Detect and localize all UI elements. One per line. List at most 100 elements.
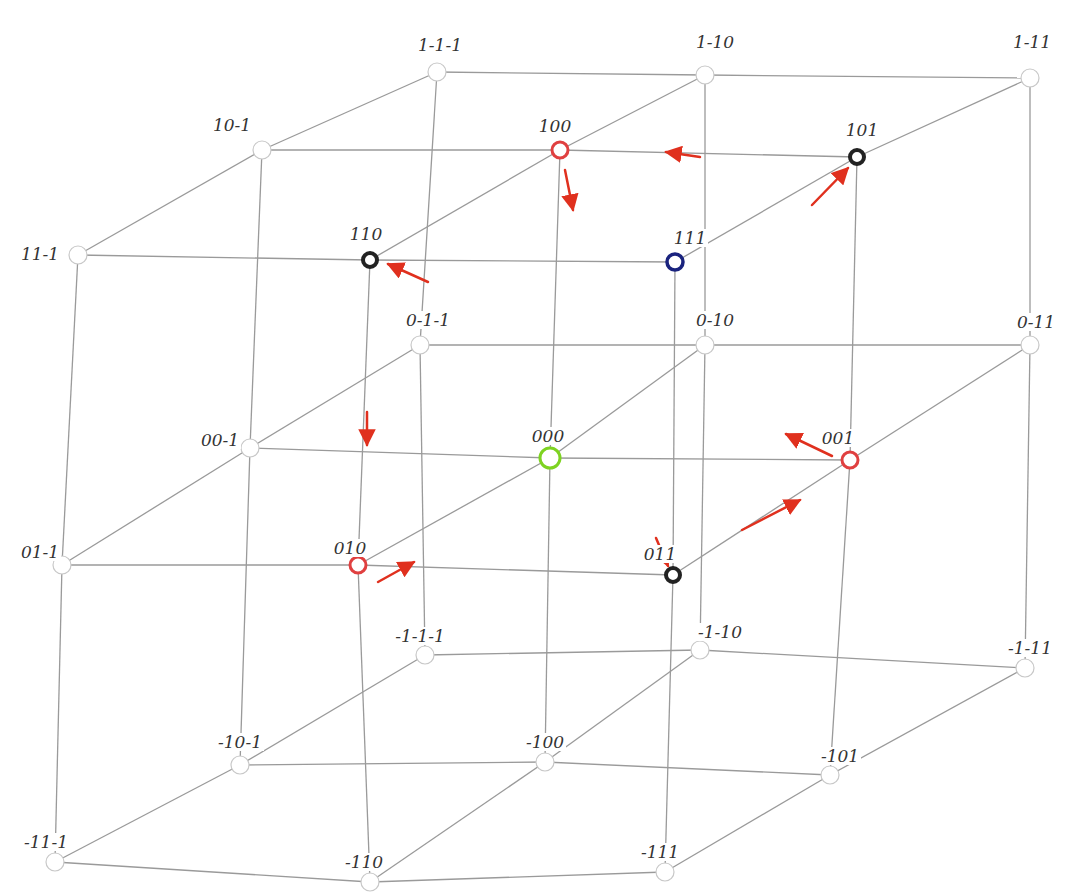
lattice-line bbox=[358, 565, 370, 882]
lattice-line bbox=[704, 75, 705, 345]
move-arrow bbox=[565, 170, 573, 210]
lattice-line bbox=[420, 344, 705, 345]
point-label: 0-11 bbox=[1015, 313, 1057, 331]
point-label: 101 bbox=[844, 121, 880, 139]
lattice-line bbox=[673, 460, 850, 575]
point-label: -11-1 bbox=[22, 833, 70, 851]
lattice-line bbox=[240, 762, 545, 765]
lattice-line bbox=[55, 765, 240, 862]
lattice-line bbox=[550, 345, 705, 458]
lattice-line bbox=[545, 762, 830, 775]
lattice-line bbox=[240, 655, 425, 765]
lattice-line bbox=[665, 575, 673, 872]
point-label: -1-10 bbox=[696, 623, 744, 641]
lattice-point bbox=[428, 63, 446, 81]
point-label: 0-10 bbox=[694, 311, 736, 329]
lattice-point bbox=[1021, 336, 1039, 354]
lattice-point bbox=[1021, 69, 1039, 87]
lattice-line bbox=[78, 255, 370, 260]
lattice-line bbox=[370, 872, 665, 882]
lattice-point bbox=[536, 753, 554, 771]
move-arrow bbox=[742, 500, 800, 530]
point-label: 1-11 bbox=[1011, 33, 1053, 51]
lattice-line bbox=[700, 650, 1025, 668]
lattice-line bbox=[550, 150, 560, 458]
lattice-line bbox=[665, 775, 830, 872]
move-arrow bbox=[366, 412, 369, 445]
lattice-line bbox=[425, 650, 700, 655]
lattice-point bbox=[241, 439, 259, 457]
lattice-line bbox=[830, 460, 850, 775]
point-label: 00-1 bbox=[199, 431, 241, 449]
lattice-point bbox=[821, 766, 839, 784]
lattice-line bbox=[705, 75, 1030, 78]
lattice-point bbox=[231, 756, 249, 774]
lattice-point bbox=[253, 141, 271, 159]
lattice-point bbox=[691, 641, 709, 659]
lattice-line bbox=[358, 458, 550, 565]
lattice-line bbox=[850, 157, 857, 460]
lattice-line bbox=[560, 75, 705, 150]
lattice-line bbox=[420, 345, 425, 655]
lattice-line bbox=[358, 260, 370, 565]
point-label: 1-1-1 bbox=[416, 36, 464, 54]
point-label: 011 bbox=[642, 545, 678, 563]
lattice-line bbox=[250, 345, 420, 448]
lattice-line bbox=[370, 150, 560, 260]
point-label: 11-1 bbox=[19, 245, 61, 263]
lattice-line bbox=[1025, 345, 1030, 668]
lattice-point bbox=[1016, 659, 1034, 677]
lattice-point bbox=[656, 863, 674, 881]
point-label: -110 bbox=[343, 853, 385, 871]
move-arrow bbox=[812, 168, 848, 205]
point-label: -1-11 bbox=[1006, 639, 1054, 657]
point-label: 1-10 bbox=[694, 33, 736, 51]
lattice-line bbox=[62, 564, 358, 565]
point-label: -10-1 bbox=[216, 733, 264, 751]
lattice-point bbox=[416, 646, 434, 664]
lattice-line bbox=[250, 448, 550, 458]
lattice-point bbox=[363, 253, 377, 267]
move-arrow bbox=[388, 264, 428, 282]
point-label: 110 bbox=[348, 225, 384, 243]
move-arrow bbox=[378, 562, 414, 582]
lattice-line bbox=[62, 448, 250, 565]
lattice-point bbox=[350, 557, 366, 573]
lattice-line bbox=[560, 150, 857, 157]
lattice-line bbox=[850, 345, 1030, 460]
lattice-point bbox=[540, 448, 560, 468]
move-arrow bbox=[666, 152, 700, 157]
lattice-point bbox=[696, 66, 714, 84]
lattice-line bbox=[700, 345, 705, 650]
lattice-line bbox=[262, 149, 560, 150]
lattice-line bbox=[78, 150, 262, 255]
point-label: 100 bbox=[537, 117, 573, 135]
lattice-line bbox=[262, 72, 437, 150]
point-label: -111 bbox=[639, 843, 681, 861]
lattice-line bbox=[857, 78, 1030, 157]
lattice-line bbox=[550, 458, 850, 460]
point-label: -1-1-1 bbox=[393, 627, 447, 645]
lattice-line bbox=[62, 255, 78, 565]
point-label: 001 bbox=[820, 429, 856, 447]
point-label: 0-1-1 bbox=[404, 311, 452, 329]
lattice-point bbox=[842, 452, 858, 468]
point-label: -101 bbox=[819, 747, 861, 765]
lattice-point bbox=[696, 336, 714, 354]
lattice-line bbox=[545, 650, 700, 762]
lattice-line bbox=[240, 448, 250, 765]
lattice-point bbox=[666, 568, 680, 582]
point-label: 000 bbox=[530, 427, 566, 445]
lattice-point bbox=[552, 142, 568, 158]
lattice-line bbox=[370, 260, 675, 262]
lattice-line bbox=[437, 72, 705, 75]
lattice-line bbox=[250, 150, 262, 448]
lattice-line bbox=[545, 458, 550, 762]
lattice-point bbox=[850, 150, 864, 164]
lattice-point bbox=[69, 246, 87, 264]
lattice-line bbox=[55, 862, 370, 882]
lattice-point bbox=[361, 873, 379, 891]
lattice-point bbox=[667, 254, 683, 270]
point-label: 010 bbox=[332, 539, 368, 557]
lattice-line bbox=[370, 762, 545, 882]
